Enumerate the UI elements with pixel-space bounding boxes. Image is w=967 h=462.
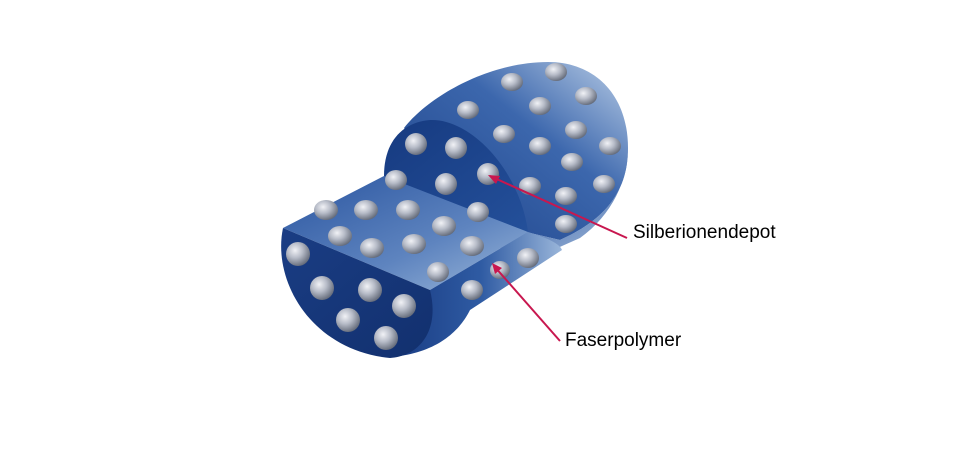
silver-particle [501, 73, 523, 91]
silver-particle [435, 173, 457, 195]
silver-particle [374, 326, 398, 350]
silver-particle [529, 137, 551, 155]
silver-particle [310, 276, 334, 300]
callout-line-polymer [493, 265, 561, 342]
silver-particle [599, 137, 621, 155]
silver-particle [555, 187, 577, 205]
silver-particle [405, 133, 427, 155]
silver-particle [593, 175, 615, 193]
silver-particle [561, 153, 583, 171]
callout-arrowhead-silver [488, 175, 500, 184]
silver-particle [461, 280, 483, 300]
silver-particle [328, 226, 352, 246]
silver-particle [460, 236, 484, 256]
label-fiber-polymer: Faserpolymer [565, 330, 682, 351]
silver-particle [427, 262, 449, 282]
silver-particle [445, 137, 467, 159]
silver-particle [519, 177, 541, 195]
silver-particle [517, 248, 539, 268]
silver-particle [396, 200, 420, 220]
silver-particle [432, 216, 456, 236]
callout-line-silver [489, 175, 628, 239]
callout-arrowhead-polymer [492, 263, 502, 274]
silver-particle [314, 200, 338, 220]
silver-particle [336, 308, 360, 332]
silver-particle [545, 63, 567, 81]
silver-particle [385, 170, 407, 190]
silver-particles [286, 63, 621, 350]
silver-particle [354, 200, 378, 220]
silver-particle [493, 125, 515, 143]
label-silver-ion-depot: Silberionendepot [633, 222, 776, 243]
silver-particle [286, 242, 310, 266]
silver-particle [555, 215, 577, 233]
silver-particle [358, 278, 382, 302]
silver-particle [392, 294, 416, 318]
silver-particle [467, 202, 489, 222]
silver-particle [457, 101, 479, 119]
silver-particle [565, 121, 587, 139]
silver-particle [529, 97, 551, 115]
silver-particle [575, 87, 597, 105]
silver-particle [360, 238, 384, 258]
silver-particle [402, 234, 426, 254]
